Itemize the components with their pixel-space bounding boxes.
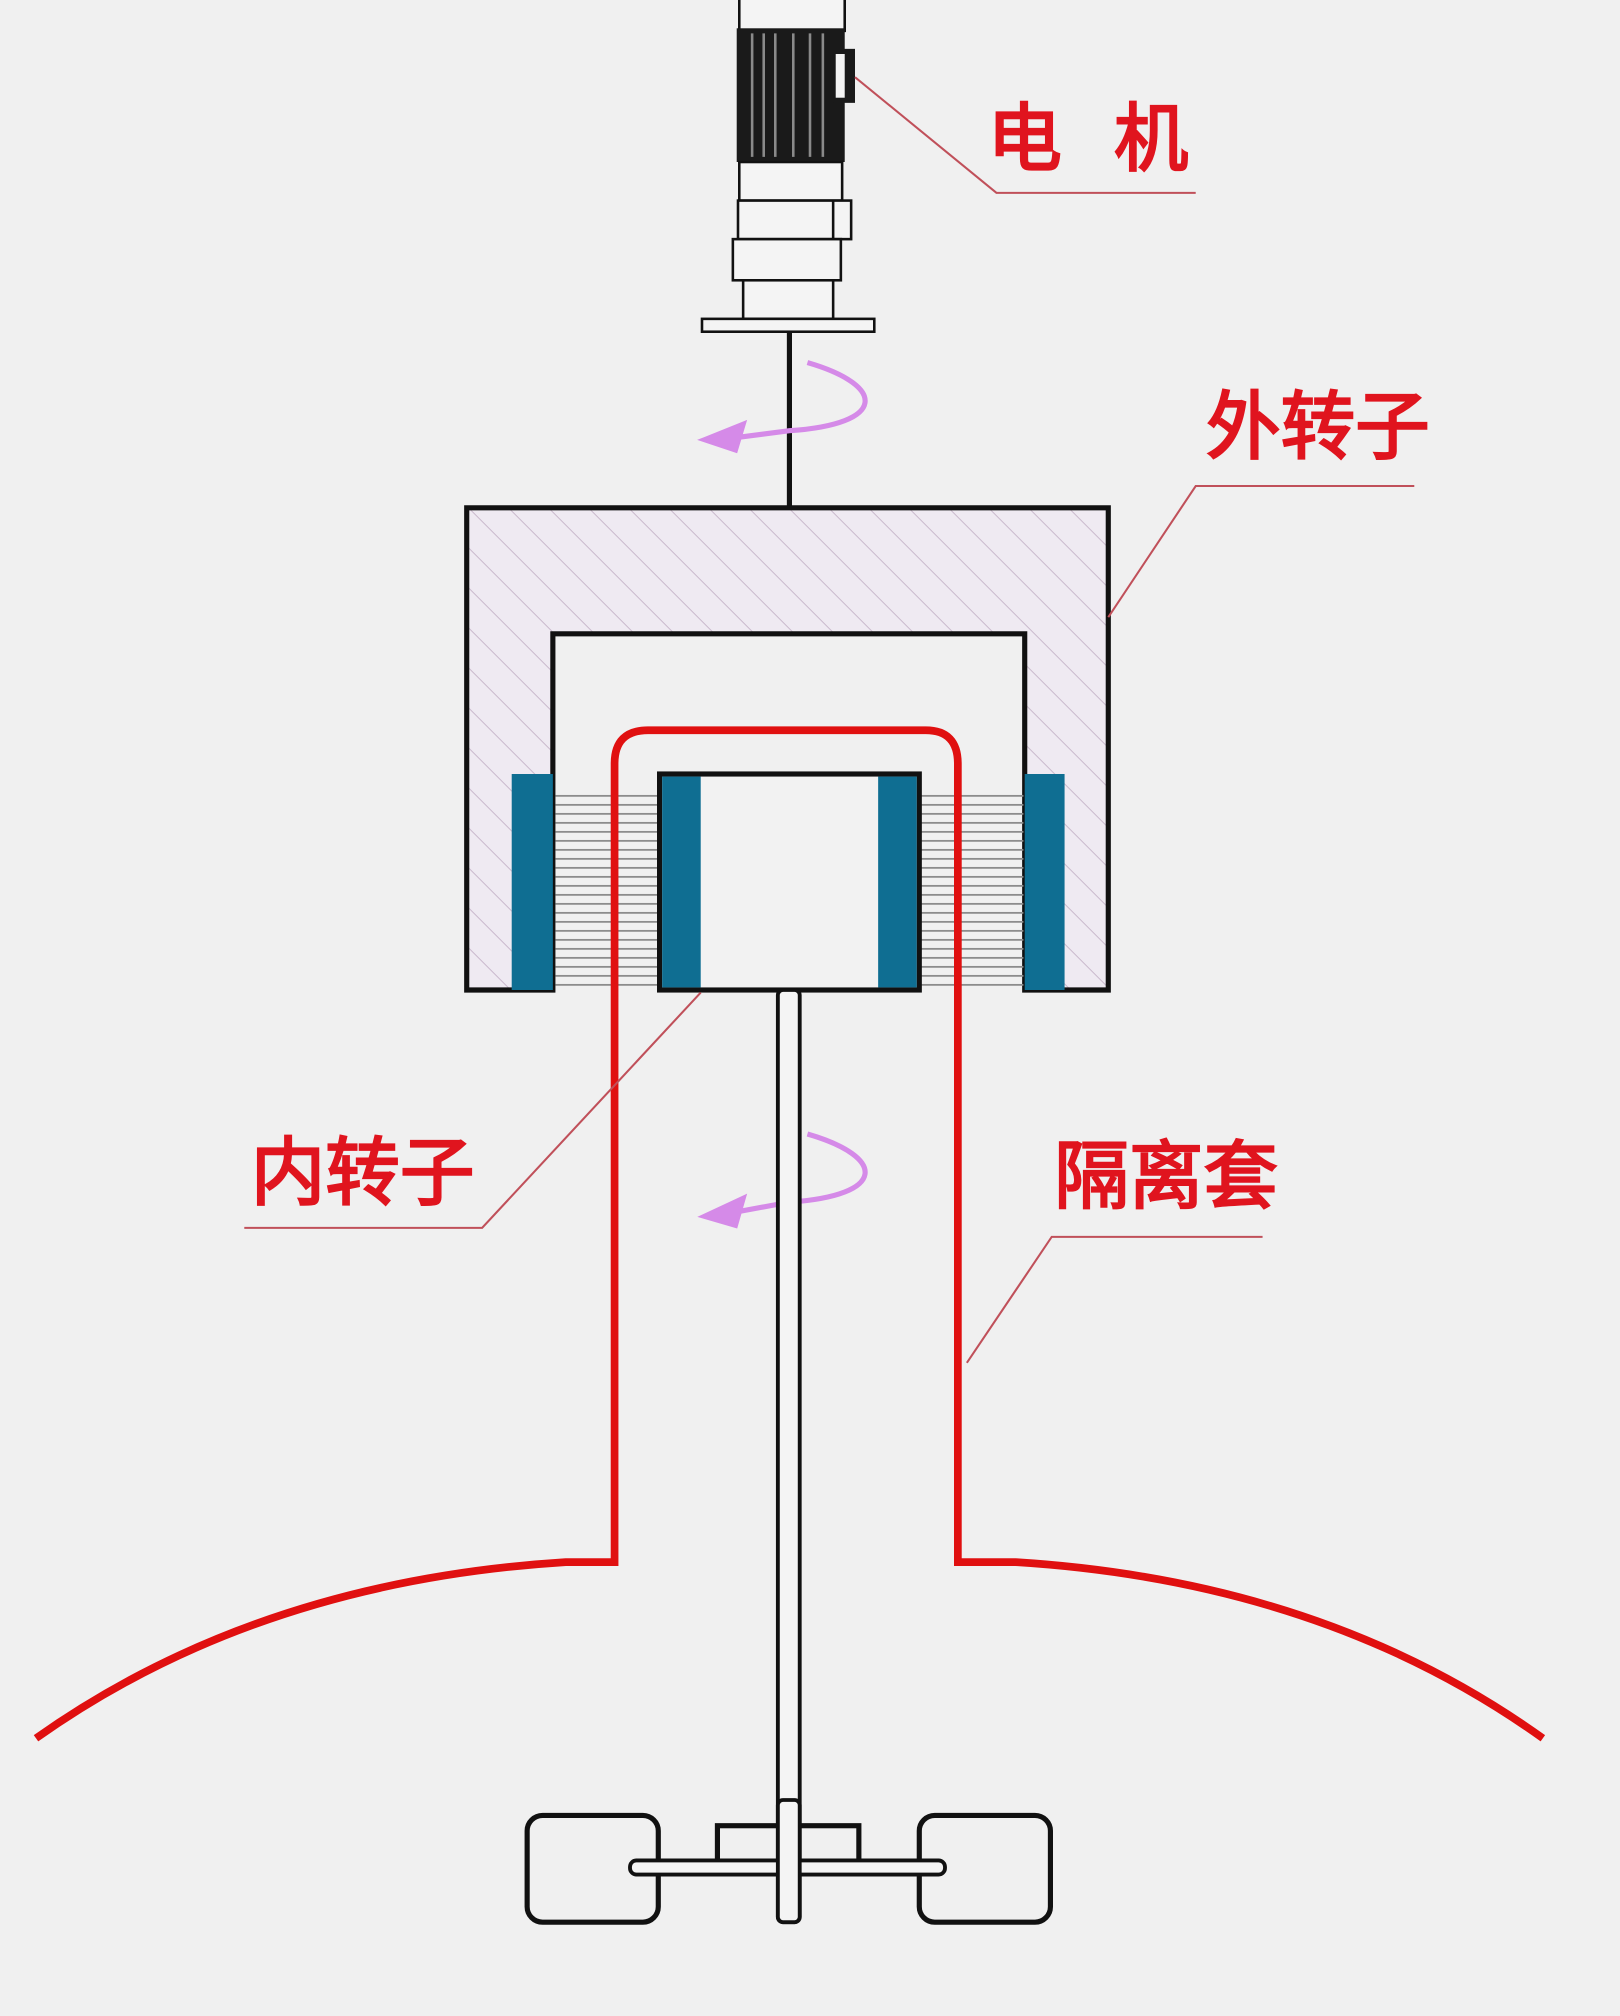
inner-magnet bbox=[878, 776, 917, 988]
outer-magnet bbox=[1024, 774, 1065, 990]
label-motor: 电 机 bbox=[987, 96, 1188, 183]
label-inner-rotor: 内转子 bbox=[251, 1129, 475, 1216]
label-isolation-sleeve: 隔离套 bbox=[1054, 1133, 1278, 1220]
sleeve-leader-line bbox=[966, 1235, 1263, 1364]
outer-rotor-leader-line bbox=[1107, 484, 1415, 618]
inner-rotor-leader-line bbox=[244, 991, 702, 1229]
rotation-arrow-icon bbox=[697, 1131, 868, 1229]
magnetic-field-lines bbox=[920, 790, 1024, 987]
inner-magnet bbox=[662, 776, 701, 988]
rotation-arrow-icon bbox=[697, 360, 868, 454]
outer-magnet bbox=[511, 774, 553, 990]
inner-rotor bbox=[657, 771, 922, 993]
isolation-sleeve bbox=[33, 726, 1546, 1742]
impeller bbox=[524, 1798, 1053, 1925]
motor bbox=[700, 0, 876, 334]
motor-leader-line bbox=[854, 76, 1196, 194]
label-outer-rotor: 外转子 bbox=[1206, 384, 1430, 471]
agitator-shaft bbox=[775, 988, 802, 1925]
magnetic-field-lines bbox=[555, 790, 659, 987]
outer-rotor bbox=[464, 505, 1111, 993]
